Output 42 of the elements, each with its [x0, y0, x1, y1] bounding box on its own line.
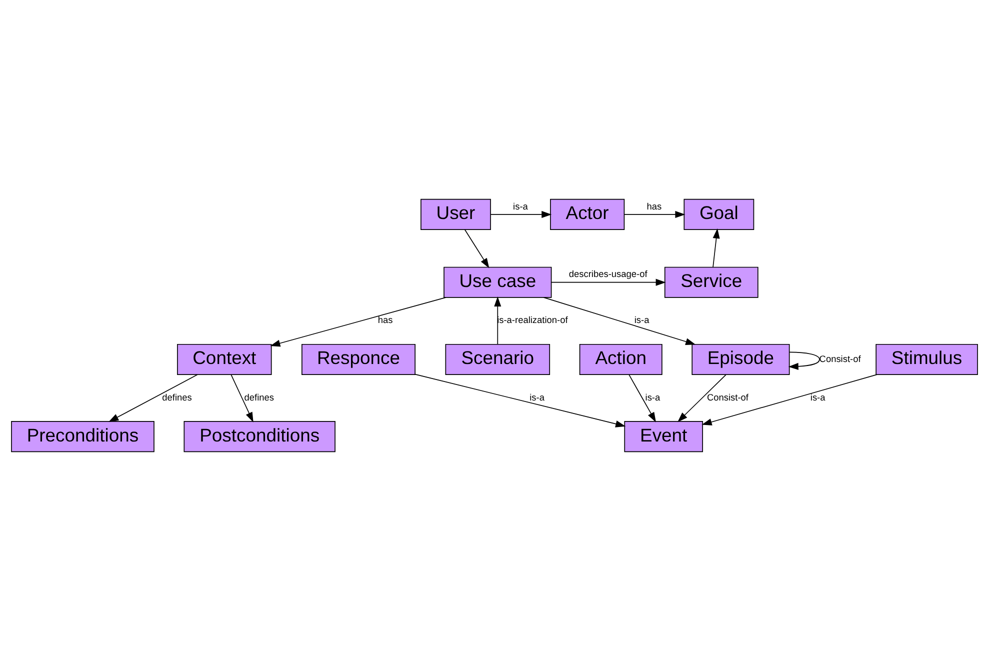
edge-label: defines	[244, 392, 274, 402]
node-box: Postconditions	[184, 420, 336, 452]
node-box: Actor	[550, 198, 625, 230]
node-box: User	[420, 198, 491, 230]
arrow	[543, 296, 696, 345]
node-box: Episode	[692, 343, 790, 374]
node-box: Use case	[444, 266, 552, 298]
node-box: Scenario	[445, 343, 550, 374]
arrow	[494, 296, 502, 344]
edge-label: Consist-of	[819, 353, 861, 364]
node-box: Responce	[302, 343, 416, 374]
arrow	[230, 374, 254, 422]
node-box: Context	[177, 343, 272, 374]
node-box: Preconditions	[11, 420, 154, 452]
arrow	[712, 228, 720, 268]
node-box: Action	[579, 343, 662, 374]
edge-label: has	[378, 314, 393, 325]
edge-label: is-a	[810, 392, 826, 402]
arrow	[414, 373, 626, 427]
arrow	[108, 374, 198, 422]
arrow	[678, 374, 726, 422]
edge-label: describes-usage-of	[568, 268, 648, 279]
edge-label: is-a	[530, 392, 544, 402]
edge-label: is-a	[645, 392, 660, 402]
node-box: Service	[664, 266, 758, 298]
arrow	[628, 374, 656, 422]
edge-label: has	[646, 200, 662, 211]
node-box: Stimulus	[876, 343, 978, 374]
edge-label: is-a-realization-of	[497, 314, 568, 325]
arrow	[270, 296, 446, 346]
edge-label: is-a	[513, 200, 528, 211]
edge-label: Consist-of	[706, 392, 748, 402]
edge-label: is-a	[634, 314, 650, 325]
arrow	[702, 374, 878, 425]
arrow	[788, 351, 820, 370]
arrow	[490, 210, 552, 218]
node-box: Event	[624, 420, 703, 452]
arrow	[550, 278, 666, 286]
edge-label: defines	[162, 392, 192, 402]
arrow	[464, 228, 490, 268]
node-box: Goal	[684, 198, 754, 230]
arrow	[624, 210, 686, 218]
